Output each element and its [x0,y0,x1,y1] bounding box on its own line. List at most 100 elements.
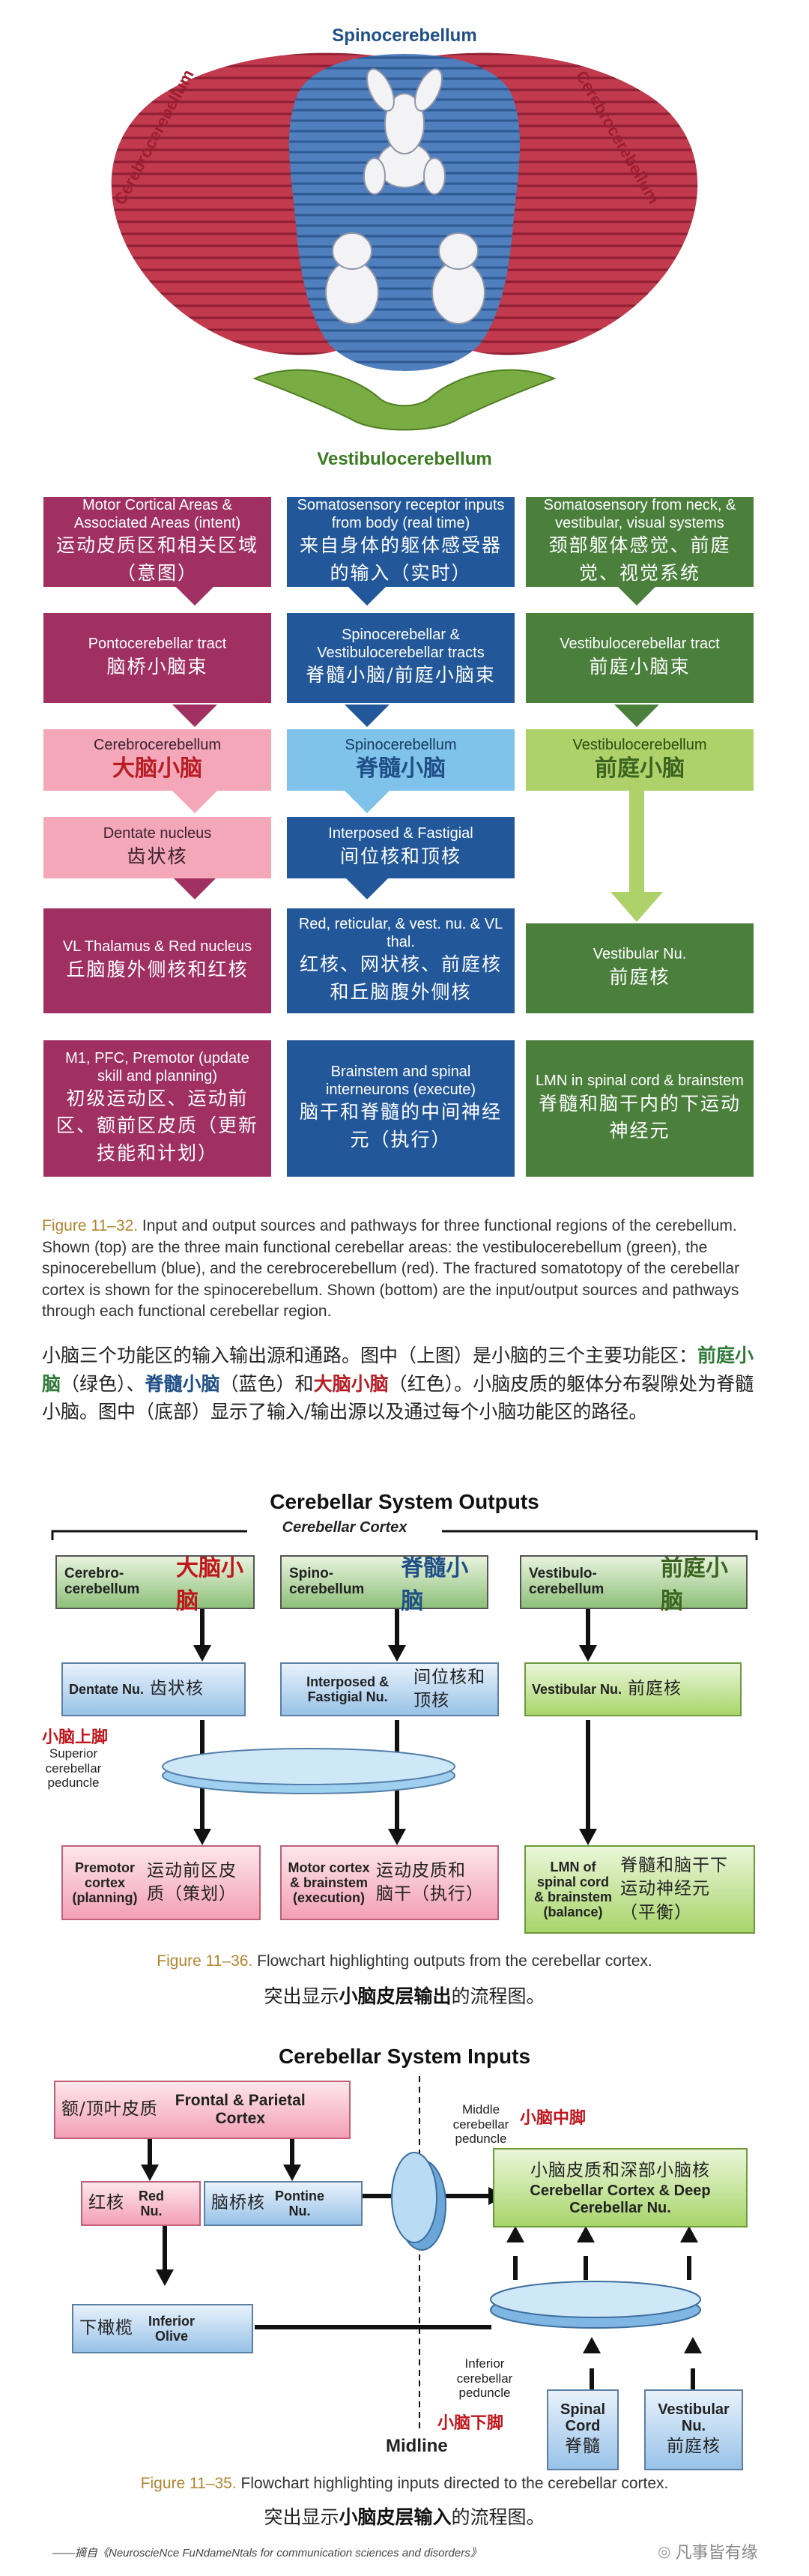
en-label: Dentate Nu. [69,1681,145,1697]
box-m1-pfc-premotor: M1, PFC, Premotor (update skill and plan… [43,1040,271,1177]
en-label: Spinal Cord [560,2401,605,2435]
en-label: Motor Cortical Areas & Associated Areas … [73,497,241,531]
en-label: Cerebrocerebellum [93,736,222,753]
cn-label: 脊髓小脑 [356,755,446,782]
vestibulocerebellum-region [252,369,557,431]
cn-label: 初级运动区、运动前区、额前区皮质（更新技能和计划） [55,1088,258,1164]
en-label: Inferior Olive [148,2313,195,2344]
cn-label: 脊髓小脑/前庭小脑束 [306,664,496,687]
en-label: Red Nu. [138,2188,164,2218]
en-label: Somatosensory receptor inputs from body … [297,497,505,531]
cn-label: 运动皮质和脑干（执行） [376,1860,484,1904]
cn-label: 运动皮质区和相关区域（意图） [55,534,258,584]
middle-peduncle-cn-label: 小脑中脚 [520,2108,587,2127]
cn-text: （红色）。小脑皮质的躯体分布裂隙处为脊髓小脑。图中（底部）显示了输入/输出源以及… [42,1372,754,1423]
cn-text: （绿色）、 [61,1372,145,1395]
en-label: Vestibulocerebellar tract [560,636,720,653]
en-label: Cerebro-cerebellum [64,1566,140,1597]
outputs-lines [51,1522,758,1845]
inputs-title: Cerebellar System Inputs [278,2045,531,2068]
cn-vestibulocerebellum: 前庭小脑 [42,1345,754,1395]
cn-label: 丘脑腹外侧核和红核 [66,958,249,980]
figure-number: Figure 11–36. [157,1952,253,1970]
en-label: Frontal & Parietal Cortex [175,2092,306,2127]
cerebellar-cortex-label: Cerebellar Cortex [282,1519,407,1536]
caption-figure-11-36: Figure 11–36. Flowchart highlighting out… [0,1951,809,1973]
cn-label: 前庭小脑 [595,755,685,782]
cn-text: 突出显示 [264,2506,339,2528]
input-pontine-nu: 脑桥核 Pontine Nu. [204,2181,363,2226]
caption-text: Flowchart highlighting inputs directed t… [240,2475,669,2492]
en-label: Interposed & Fastigial Nu. [306,1674,390,1704]
cn-label: 红核 [88,2193,124,2213]
en-label: Pontine Nu. [275,2188,324,2218]
en-label: Vestibular Nu. [593,946,687,963]
cerebellum-illustration: Spinocerebellum Cerebrocerebellum Cerebr… [110,25,698,469]
en-label: M1, PFC, Premotor (update skill and plan… [65,1050,249,1085]
caption-figure-11-32: Figure 11–32. Input and output sources a… [42,1216,760,1323]
en-label: VL Thalamus & Red nucleus [62,938,252,956]
wechat-icon: ◎ [658,2543,671,2560]
en-label: Dentate nucleus [103,825,212,842]
box-vl-thalamus-red-nucleus: VL Thalamus & Red nucleus 丘脑腹外侧核和红核 [43,908,271,1013]
cn-label: 红核、网状核、前庭核和丘脑腹外侧核 [299,953,502,1003]
cn-label: 脊髓和脑干下运动神经元（平衡） [620,1856,728,1922]
cn-label: 脑干和脊髓的中间神经元（执行） [299,1101,502,1150]
cn-label: 颈部躯体感觉、前庭觉、视觉系统 [548,534,731,584]
input-vestibular-nu: Vestibular Nu. 前庭核 [644,2389,743,2470]
en-label: Spinocerebellar & Vestibulocerebellar tr… [317,627,485,661]
output-motor-cortex-brainstem: Motor cortex & brainstem (execution) 运动皮… [280,1845,499,1920]
caption-figure-11-36-cn: 突出显示小脑皮层输出的流程图。 [0,1982,809,2011]
cn-label: 前庭核 [609,965,670,988]
cn-label: 小脑皮质和深部小脑核 [530,2161,710,2181]
output-spinocerebellum: Spino-cerebellum 脊髓小脑 [280,1555,488,1614]
cn-label: 脊髓和脑干内的下运动神经元 [538,1092,741,1141]
box-pontocerebellar-tract: Pontocerebellar tract 脑桥小脑束 [43,613,271,703]
cn-label: 脊髓小脑 [401,1556,469,1614]
box-vestibulocerebellum: Vestibulocerebellum 前庭小脑 [526,729,754,791]
midline-label: Midline [386,2436,448,2456]
output-lmn-spinal-cord-brainstem: LMN of spinal cord & brainstem (balance)… [524,1845,755,1934]
box-interposed-fastigial: Interposed & Fastigial 间位核和顶核 [287,817,515,878]
inferior-peduncle-cn-label: 小脑下脚 [437,2413,504,2432]
cn-text: （蓝色）和 [219,1372,314,1395]
output-cerebrocerebellum: Cerebro-cerebellum 大脑小脑 [55,1555,255,1614]
box-lmn-spinal-cord-brainstem: LMN in spinal cord & brainstem 脊髓和脑干内的下运… [526,1040,754,1177]
label-vestibulocerebellum: Vestibulocerebellum [317,449,491,469]
cn-label: 脊髓 [565,2436,601,2456]
somatotopic-homunculus [325,68,485,325]
cn-label: 齿状核 [127,845,188,867]
cn-label: 额/顶叶皮质 [61,2099,158,2120]
cn-highlight: 小脑皮层输入 [339,2506,452,2528]
output-interposed-fastigial-nu: Interposed & Fastigial Nu. 间位核和顶核 [280,1662,499,1716]
source-footer: ——摘自《NeuroscieNce FuNdameNtals for commu… [52,2547,482,2560]
en-label: Motor cortex & brainstem (execution) [288,1859,370,1906]
caption-text: Input and output sources and pathways fo… [42,1217,740,1321]
box-dentate-nucleus: Dentate nucleus 齿状核 [43,817,271,878]
cn-label: 前庭核 [667,2436,721,2456]
cn-label: 大脑小脑 [112,755,202,782]
output-vestibulocerebellum: Vestibulo-cerebellum 前庭小脑 [520,1555,748,1614]
label-spinocerebellum: Spinocerebellum [332,25,476,46]
en-label: LMN of spinal cord & brainstem (balance) [533,1859,613,1920]
en-label: Pontocerebellar tract [88,636,227,653]
caption-figure-11-35: Figure 11–35. Flowchart highlighting inp… [0,2473,809,2495]
input-inferior-olive: 下橄榄 Inferior Olive [72,2304,253,2353]
watermark: ◎ 凡事皆有缘 [658,2539,757,2563]
cn-cerebrocerebellum: 大脑小脑 [313,1372,389,1395]
cn-label: 运动前区皮质（策划） [147,1860,237,1904]
caption-text: Flowchart highlighting outputs from the … [257,1952,652,1970]
en-label: Vestibulocerebellum [572,736,707,753]
cn-label: 下橄榄 [79,2318,133,2338]
cn-label: 脑桥核 [211,2193,265,2213]
cn-label: 大脑小脑 [176,1556,244,1614]
cn-spinocerebellum: 脊髓小脑 [145,1372,220,1395]
en-label: Vestibulo-cerebellum [529,1566,605,1597]
output-premotor-cortex: Premotor cortex (planning) 运动前区皮质（策划） [61,1845,261,1920]
cn-text: 小脑三个功能区的输入输出源和通路。图中（上图）是小脑的三个主要功能区： [42,1345,698,1366]
box-red-reticular-vestibular-thal: Red, reticular, & vest. nu. & VL thal. 红… [287,908,515,1013]
cn-label: 齿状核 [150,1679,204,1699]
en-label: Red, reticular, & vest. nu. & VL thal. [298,916,503,950]
cn-label: 间位核和顶核 [339,845,461,867]
output-vestibular-nu: Vestibular Nu. 前庭核 [524,1662,742,1716]
